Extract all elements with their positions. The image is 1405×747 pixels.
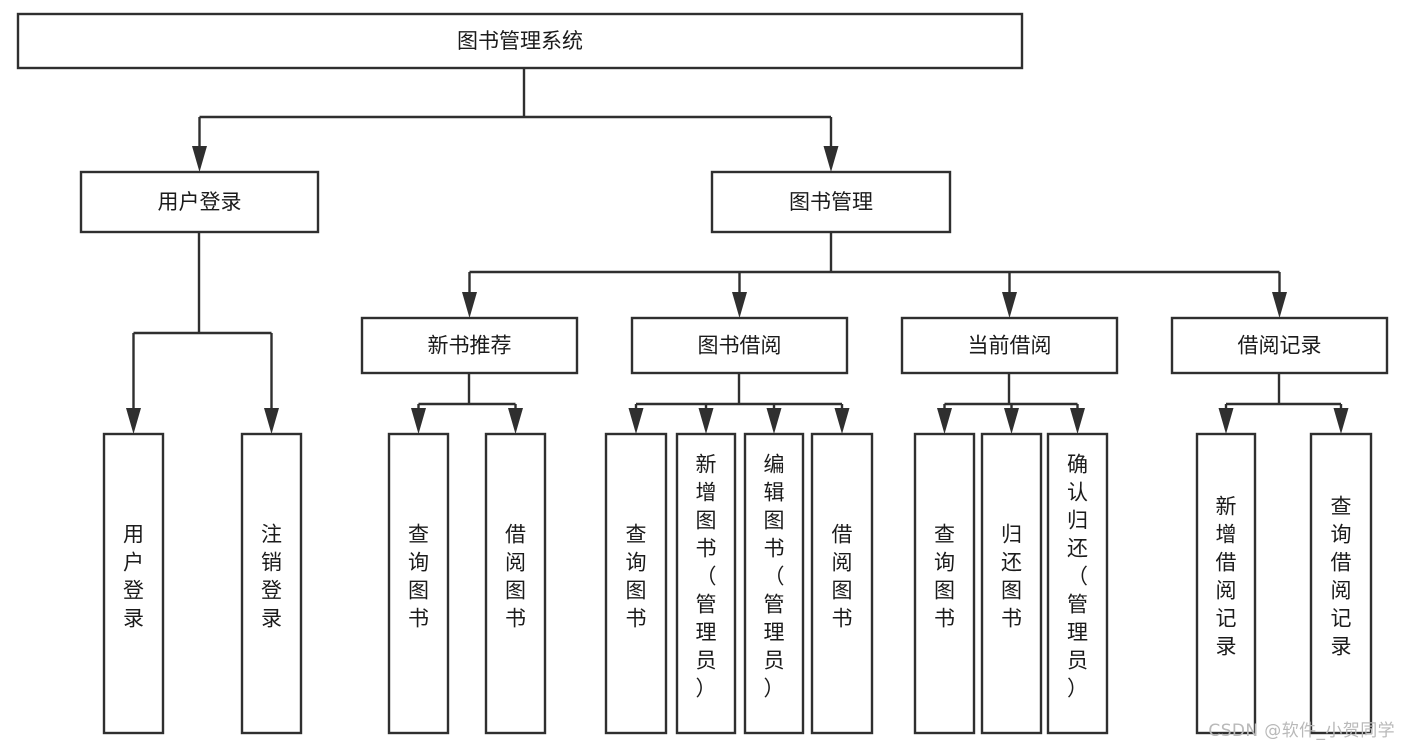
node-box-leaf-borrow-book-2[interactable]	[810, 432, 874, 735]
node-label-leaf-add-book: 新增图书（管理员）	[696, 453, 717, 701]
arrowhead-icon	[732, 292, 747, 318]
node-label-book-borrow: 图书借阅	[698, 334, 782, 358]
connector-group-new-book-rec	[411, 373, 523, 434]
node-box-leaf-borrow-book-1[interactable]	[484, 432, 547, 735]
node-box-current-borrow[interactable]	[900, 316, 1119, 375]
node-box-leaf-return-book[interactable]	[980, 432, 1043, 735]
node-label-root: 图书管理系统	[457, 29, 583, 53]
node-box-leaf-confirm-return[interactable]	[1046, 432, 1109, 735]
connector-group-book-manage	[462, 232, 1287, 318]
node-box-book-borrow[interactable]	[630, 316, 849, 375]
node-label-borrow-record: 借阅记录	[1238, 334, 1322, 358]
node-box-leaf-logout[interactable]	[240, 432, 303, 735]
arrowhead-icon	[1070, 408, 1085, 434]
node-leaf-add-book[interactable]: 新增图书（管理员）	[675, 432, 737, 735]
arrowhead-icon	[126, 408, 141, 434]
arrowhead-icon	[766, 408, 782, 434]
connector-group-root	[192, 68, 839, 172]
node-label-leaf-borrow-book-2: 借阅图书	[832, 523, 853, 631]
node-label-leaf-query-book-3: 查询图书	[934, 523, 955, 631]
node-leaf-user-login[interactable]: 用户登录	[102, 432, 165, 735]
arrowhead-icon	[1004, 408, 1019, 434]
node-label-leaf-logout: 注销登录	[261, 523, 282, 631]
node-book-borrow[interactable]: 图书借阅	[630, 316, 849, 375]
node-box-user-login[interactable]	[79, 170, 320, 234]
arrowhead-icon	[937, 408, 952, 434]
node-label-user-login: 用户登录	[158, 190, 242, 214]
node-leaf-confirm-return[interactable]: 确认归还（管理员）	[1046, 432, 1109, 735]
node-box-leaf-add-book[interactable]	[675, 432, 737, 735]
node-label-book-manage: 图书管理	[789, 190, 873, 214]
arrowhead-icon	[628, 408, 644, 434]
arrowhead-icon	[1333, 408, 1349, 434]
node-box-borrow-record[interactable]	[1170, 316, 1389, 375]
node-label-leaf-add-record: 新增借阅记录	[1216, 495, 1237, 659]
arrowhead-icon	[834, 408, 850, 434]
node-label-leaf-return-book: 归还图书	[1001, 523, 1022, 631]
node-leaf-borrow-book-1[interactable]: 借阅图书	[484, 432, 547, 735]
node-label-leaf-borrow-book-1: 借阅图书	[505, 523, 526, 631]
node-label-current-borrow: 当前借阅	[968, 334, 1052, 358]
node-box-leaf-query-book-3[interactable]	[913, 432, 976, 735]
arrowhead-icon	[823, 146, 839, 172]
node-box-leaf-query-book-1[interactable]	[387, 432, 450, 735]
node-borrow-record[interactable]: 借阅记录	[1170, 316, 1389, 375]
connector-group-current-borrow	[937, 373, 1085, 434]
node-book-manage[interactable]: 图书管理	[710, 170, 952, 234]
node-leaf-edit-book[interactable]: 编辑图书（管理员）	[743, 432, 805, 735]
node-leaf-query-book-2[interactable]: 查询图书	[604, 432, 668, 735]
arrowhead-icon	[1218, 408, 1234, 434]
node-label-new-book-rec: 新书推荐	[428, 334, 512, 358]
node-box-book-manage[interactable]	[710, 170, 952, 234]
node-new-book-rec[interactable]: 新书推荐	[360, 316, 579, 375]
node-current-borrow[interactable]: 当前借阅	[900, 316, 1119, 375]
nodes-layer: 图书管理系统用户登录图书管理新书推荐图书借阅当前借阅借阅记录用户登录注销登录查询…	[16, 12, 1389, 735]
node-user-login[interactable]: 用户登录	[79, 170, 320, 234]
node-leaf-borrow-book-2[interactable]: 借阅图书	[810, 432, 874, 735]
node-label-leaf-user-login: 用户登录	[123, 523, 144, 631]
arrowhead-icon	[264, 408, 279, 434]
connector-group-book-borrow	[628, 373, 850, 434]
arrowhead-icon	[1002, 292, 1017, 318]
node-label-leaf-confirm-return: 确认归还（管理员）	[1067, 453, 1088, 701]
arrowhead-icon	[698, 408, 714, 434]
node-box-root[interactable]	[16, 12, 1024, 70]
node-leaf-logout[interactable]: 注销登录	[240, 432, 303, 735]
arrowhead-icon	[462, 292, 477, 318]
node-label-leaf-query-book-2: 查询图书	[626, 523, 647, 631]
node-box-leaf-edit-book[interactable]	[743, 432, 805, 735]
node-leaf-add-record[interactable]: 新增借阅记录	[1195, 432, 1257, 735]
node-leaf-return-book[interactable]: 归还图书	[980, 432, 1043, 735]
node-box-leaf-add-record[interactable]	[1195, 432, 1257, 735]
watermark-label: CSDN @软件_小贺同学	[1208, 721, 1395, 741]
node-box-leaf-query-book-2[interactable]	[604, 432, 668, 735]
arrowhead-icon	[508, 408, 523, 434]
node-box-new-book-rec[interactable]	[360, 316, 579, 375]
arrowhead-icon	[1272, 292, 1287, 318]
node-label-leaf-edit-book: 编辑图书（管理员）	[764, 453, 785, 701]
connectors-layer	[126, 68, 1349, 434]
node-box-leaf-query-record[interactable]	[1309, 432, 1373, 735]
node-label-leaf-query-book-1: 查询图书	[408, 523, 429, 631]
node-label-leaf-query-record: 查询借阅记录	[1331, 495, 1352, 659]
node-box-leaf-user-login[interactable]	[102, 432, 165, 735]
arrowhead-icon	[411, 408, 426, 434]
connector-group-user-login	[126, 232, 279, 434]
arrowhead-icon	[192, 146, 207, 172]
node-leaf-query-book-3[interactable]: 查询图书	[913, 432, 976, 735]
node-root[interactable]: 图书管理系统	[16, 12, 1024, 70]
connector-group-borrow-record	[1218, 373, 1349, 434]
node-leaf-query-book-1[interactable]: 查询图书	[387, 432, 450, 735]
node-leaf-query-record[interactable]: 查询借阅记录	[1309, 432, 1373, 735]
